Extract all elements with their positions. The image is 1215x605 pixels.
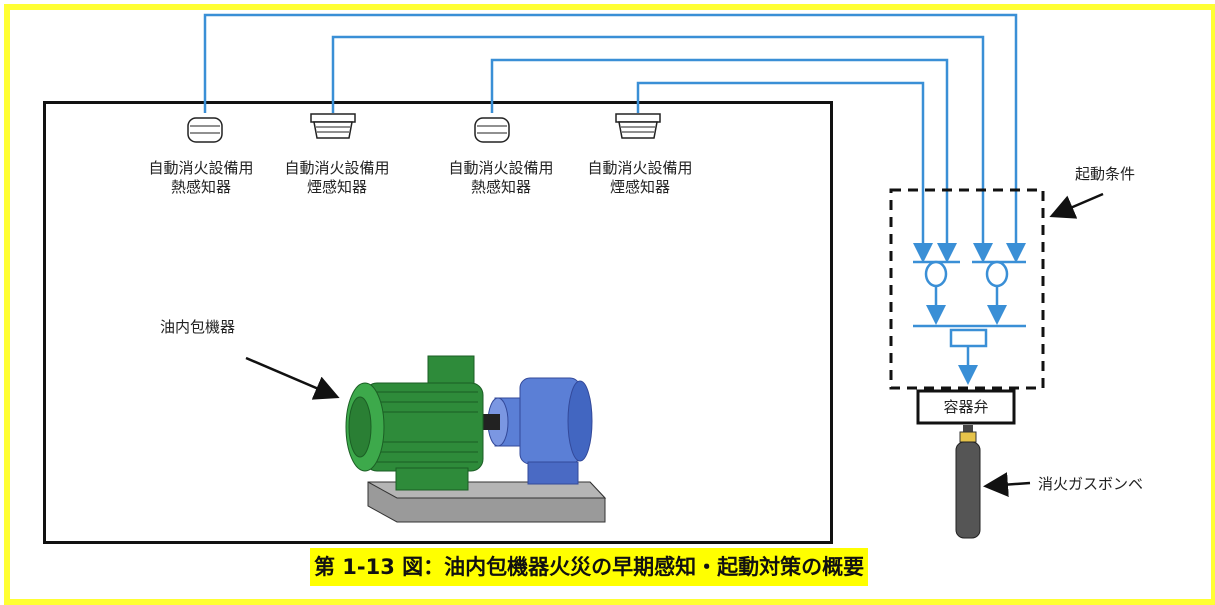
smoke-detector-icon bbox=[615, 113, 661, 139]
oil-filled-equipment-illustration bbox=[345, 355, 607, 523]
and-or-logic bbox=[913, 260, 1026, 385]
detector-label-1: 自動消火設備用熱感知器 bbox=[148, 159, 254, 196]
start-condition-box bbox=[889, 188, 1045, 390]
start-condition-label: 起動条件 bbox=[1075, 165, 1136, 183]
heat-detector-icon bbox=[187, 117, 223, 143]
wire-4 bbox=[636, 81, 933, 263]
pointer-arrow-start-condition bbox=[1049, 192, 1104, 219]
heat-detector-icon bbox=[474, 117, 510, 143]
valve-box bbox=[916, 389, 1016, 425]
wire-3 bbox=[490, 58, 957, 263]
figure-caption: 第 1-13 図：油内包機器火災の早期感知・起動対策の概要 bbox=[310, 548, 869, 586]
pointer-arrow-cylinder bbox=[983, 472, 1031, 498]
wire-1 bbox=[203, 13, 1026, 263]
detector-label-3: 自動消火設備用熱感知器 bbox=[448, 159, 554, 196]
wire-2 bbox=[331, 35, 993, 263]
smoke-detector-icon bbox=[310, 113, 356, 139]
cylinder-label: 消火ガスボンベ bbox=[1038, 475, 1144, 493]
figure-frame bbox=[4, 4, 1215, 605]
equipment-label: 油内包機器 bbox=[160, 318, 236, 336]
detector-label-2: 自動消火設備用煙感知器 bbox=[284, 159, 390, 196]
gas-cylinder-icon bbox=[955, 425, 981, 539]
room-enclosure bbox=[43, 101, 833, 544]
signal-wires bbox=[203, 13, 1026, 263]
pointer-arrow-equipment bbox=[245, 356, 340, 400]
detector-label-4: 自動消火設備用煙感知器 bbox=[587, 159, 693, 196]
valve-label: 容器弁 bbox=[943, 398, 989, 416]
